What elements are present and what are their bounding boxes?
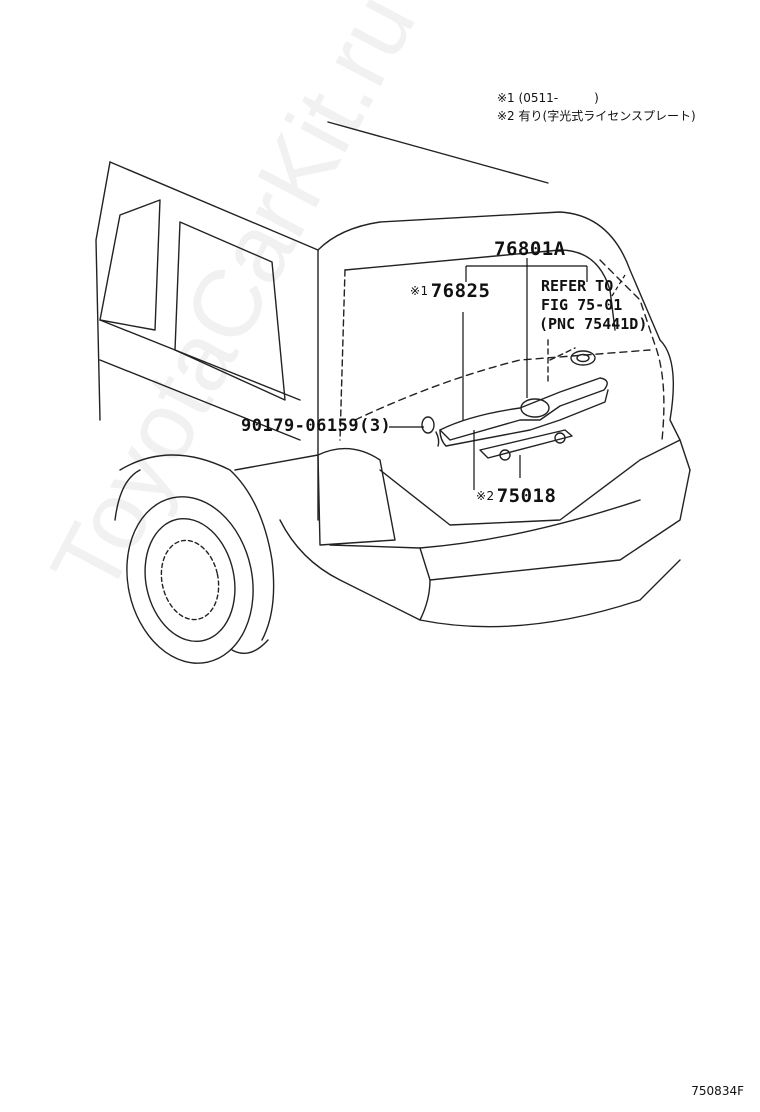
bolt-shape <box>421 416 435 434</box>
wheel-arch <box>119 454 275 641</box>
note-2: ※2 有り(字光式ライセンスプレート) <box>497 110 696 122</box>
tail-lamp-left <box>317 447 396 546</box>
rear-wheel <box>126 496 254 664</box>
emblem-badge <box>570 350 596 366</box>
roof-edge-line <box>327 121 549 184</box>
refer-line-3: (PNC 75441D) <box>539 315 648 333</box>
label-bolt-90179: 90179-06159(3) <box>241 416 392 436</box>
note-1-mark: ※1 <box>497 91 515 105</box>
emblem-opening <box>520 398 550 418</box>
note-1: ※1 (0511- ) <box>497 92 599 104</box>
refer-line-1: REFER TO <box>541 277 614 295</box>
note-1-text: (0511- ) <box>518 91 599 105</box>
license-lamp-bar <box>479 429 573 459</box>
refer-line-2: FIG 75-01 <box>541 296 623 314</box>
roof-side-line <box>109 161 319 251</box>
label-76825-mark: ※1 <box>410 284 429 298</box>
label-75018-number: 75018 <box>496 485 557 507</box>
note-2-mark: ※2 <box>497 109 515 123</box>
rear-bumper <box>419 559 681 628</box>
note-2-text: 有り(字光式ライセンスプレート) <box>518 109 696 123</box>
figure-id: 750834F <box>691 1084 744 1098</box>
license-garnish <box>439 377 608 441</box>
rear-window-top <box>317 211 661 341</box>
label-76801A: 76801A <box>494 238 566 260</box>
label-76825-number: 76825 <box>430 280 491 302</box>
label-75018-mark: ※2 <box>476 489 495 503</box>
